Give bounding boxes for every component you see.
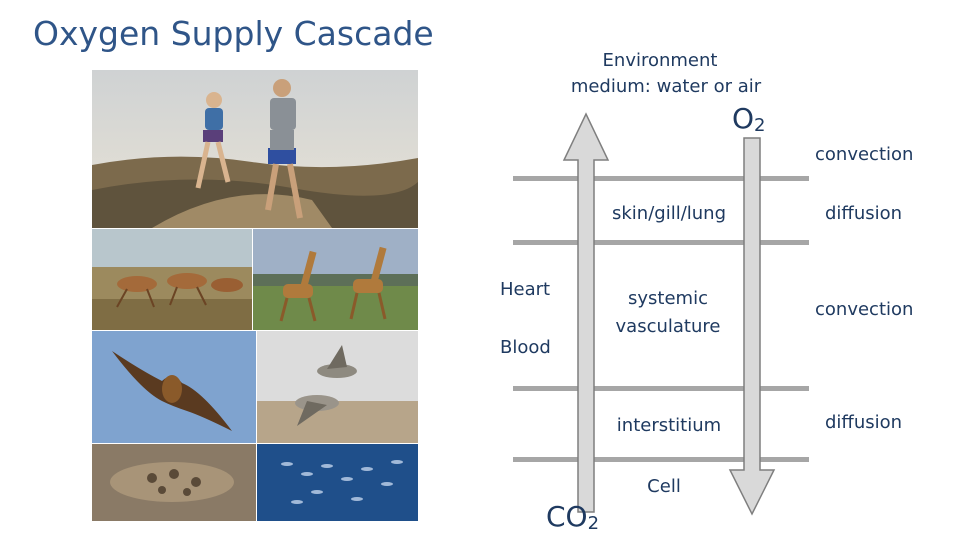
barrier-line-1 [513,176,809,181]
layer-systemic-line1: systemic [628,288,708,309]
barrier-line-2 [513,240,809,245]
process-diffusion-2: diffusion [825,412,902,433]
left-label-blood: Blood [500,337,551,358]
co2-label: CO2 [546,500,599,534]
layer-cell: Cell [647,476,681,497]
process-convection-2: convection [815,299,913,320]
environment-label-line2: medium: water or air [571,76,761,97]
layer-systemic-line2: vasculature [616,316,721,337]
layer-skin-gill-lung: skin/gill/lung [612,203,726,224]
co2-up-arrow [564,114,608,512]
barrier-line-3 [513,386,809,391]
o2-label: O2 [732,102,766,136]
environment-label-line1: Environment [603,50,718,71]
process-convection-1: convection [815,144,913,165]
layer-interstitium: interstitium [617,415,721,436]
barrier-line-4 [513,457,809,462]
process-diffusion-1: diffusion [825,203,902,224]
left-label-heart: Heart [500,279,550,300]
